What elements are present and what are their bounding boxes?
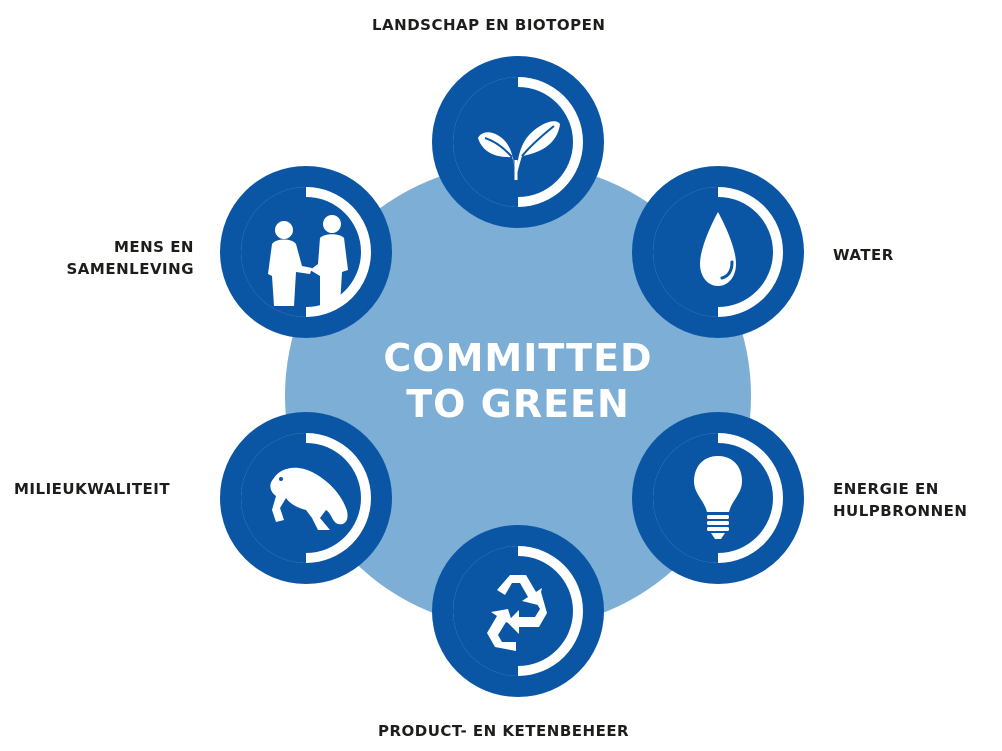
badge-water <box>632 166 804 338</box>
recycle-icon <box>432 525 604 697</box>
handshake-people-icon <box>220 166 392 338</box>
label-energie-line-2: HULPBRONNEN <box>833 502 968 520</box>
water-drop-icon <box>632 166 804 338</box>
label-mens: MENS EN SAMENLEVING <box>67 236 195 280</box>
badge-milieu <box>220 412 392 584</box>
label-product: PRODUCT- EN KETENBEHEER <box>378 720 629 742</box>
badge-landschap <box>432 56 604 228</box>
label-milieu: MILIEUKWALITEIT <box>14 478 170 500</box>
center-title: COMMITTED TO GREEN <box>285 335 751 427</box>
label-water-line-1: WATER <box>833 246 894 264</box>
badge-product <box>432 525 604 697</box>
badge-energie <box>632 412 804 584</box>
label-landschap-line-1: LANDSCHAP EN BIOTOPEN <box>372 16 606 34</box>
label-water: WATER <box>833 244 894 266</box>
label-product-line-1: PRODUCT- EN KETENBEHEER <box>378 722 630 740</box>
label-energie-line-1: ENERGIE EN <box>833 480 939 498</box>
label-energie: ENERGIE EN HULPBRONNEN <box>833 478 967 522</box>
label-mens-line-1: MENS EN <box>113 238 194 256</box>
center-title-line-2: TO GREEN <box>406 382 630 426</box>
label-mens-line-2: SAMENLEVING <box>66 260 194 278</box>
frog-icon <box>220 412 392 584</box>
label-milieu-line-1: MILIEUKWALITEIT <box>14 480 171 498</box>
light-bulb-icon <box>632 412 804 584</box>
badge-mens <box>220 166 392 338</box>
center-title-line-1: COMMITTED <box>383 336 653 380</box>
leaf-sprout-icon <box>432 56 604 228</box>
label-landschap: LANDSCHAP EN BIOTOPEN <box>372 14 605 36</box>
